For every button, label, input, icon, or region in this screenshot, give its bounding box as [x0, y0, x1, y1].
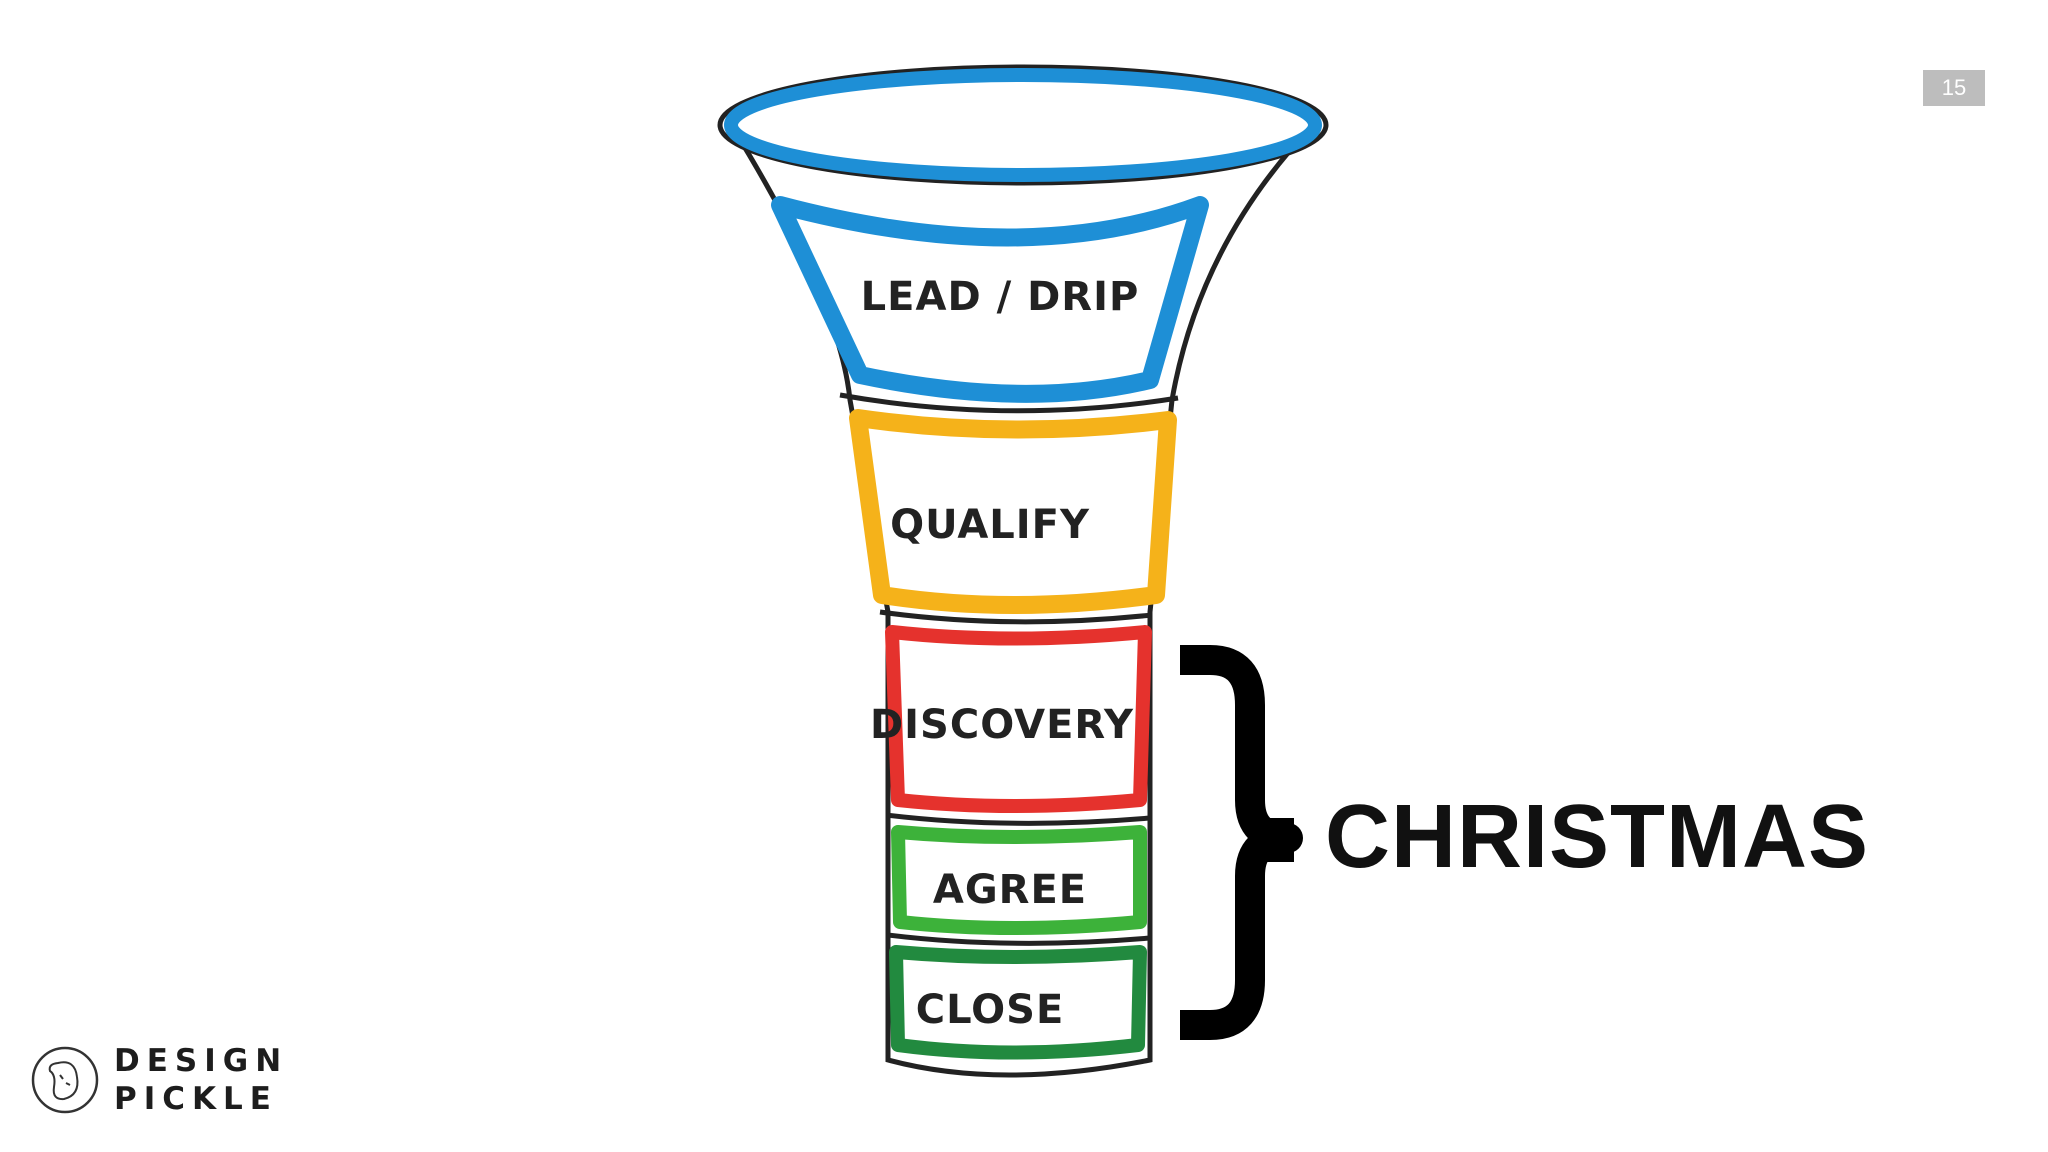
stage-divider	[885, 812, 1151, 826]
stage-divider	[839, 392, 1179, 414]
stage-agree-band	[891, 825, 1147, 935]
brand-line1: DESIGN	[114, 1043, 289, 1079]
stage-divider	[887, 932, 1151, 946]
stage-divider	[879, 609, 1153, 625]
curly-brace-tip	[1262, 818, 1294, 862]
brand-logo: DESIGN PICKLE	[30, 1040, 288, 1120]
funnel-rim	[717, 64, 1329, 186]
stage-discovery-label: DISCOVERY	[870, 702, 1134, 748]
stage-qualify-band	[849, 409, 1177, 614]
stage-close-band	[889, 945, 1147, 1060]
funnel-rim-color	[724, 68, 1322, 182]
stage-agree-label: AGREE	[933, 867, 1087, 913]
bracket-label: CHRISTMAS	[1325, 787, 1869, 887]
stage-lead-drip-label: LEAD / DRIP	[861, 274, 1140, 320]
pickle-logo-icon	[31, 1046, 99, 1114]
stage-close-label: CLOSE	[916, 987, 1065, 1033]
page-number-badge: 15	[1923, 70, 1985, 106]
stage-lead-drip-band	[771, 196, 1209, 403]
brand-line2: PICKLE	[114, 1081, 278, 1117]
stage-qualify-label: QUALIFY	[890, 502, 1090, 548]
brand-wordmark: DESIGN PICKLE	[114, 1042, 288, 1118]
stage-discovery-band	[885, 625, 1152, 813]
